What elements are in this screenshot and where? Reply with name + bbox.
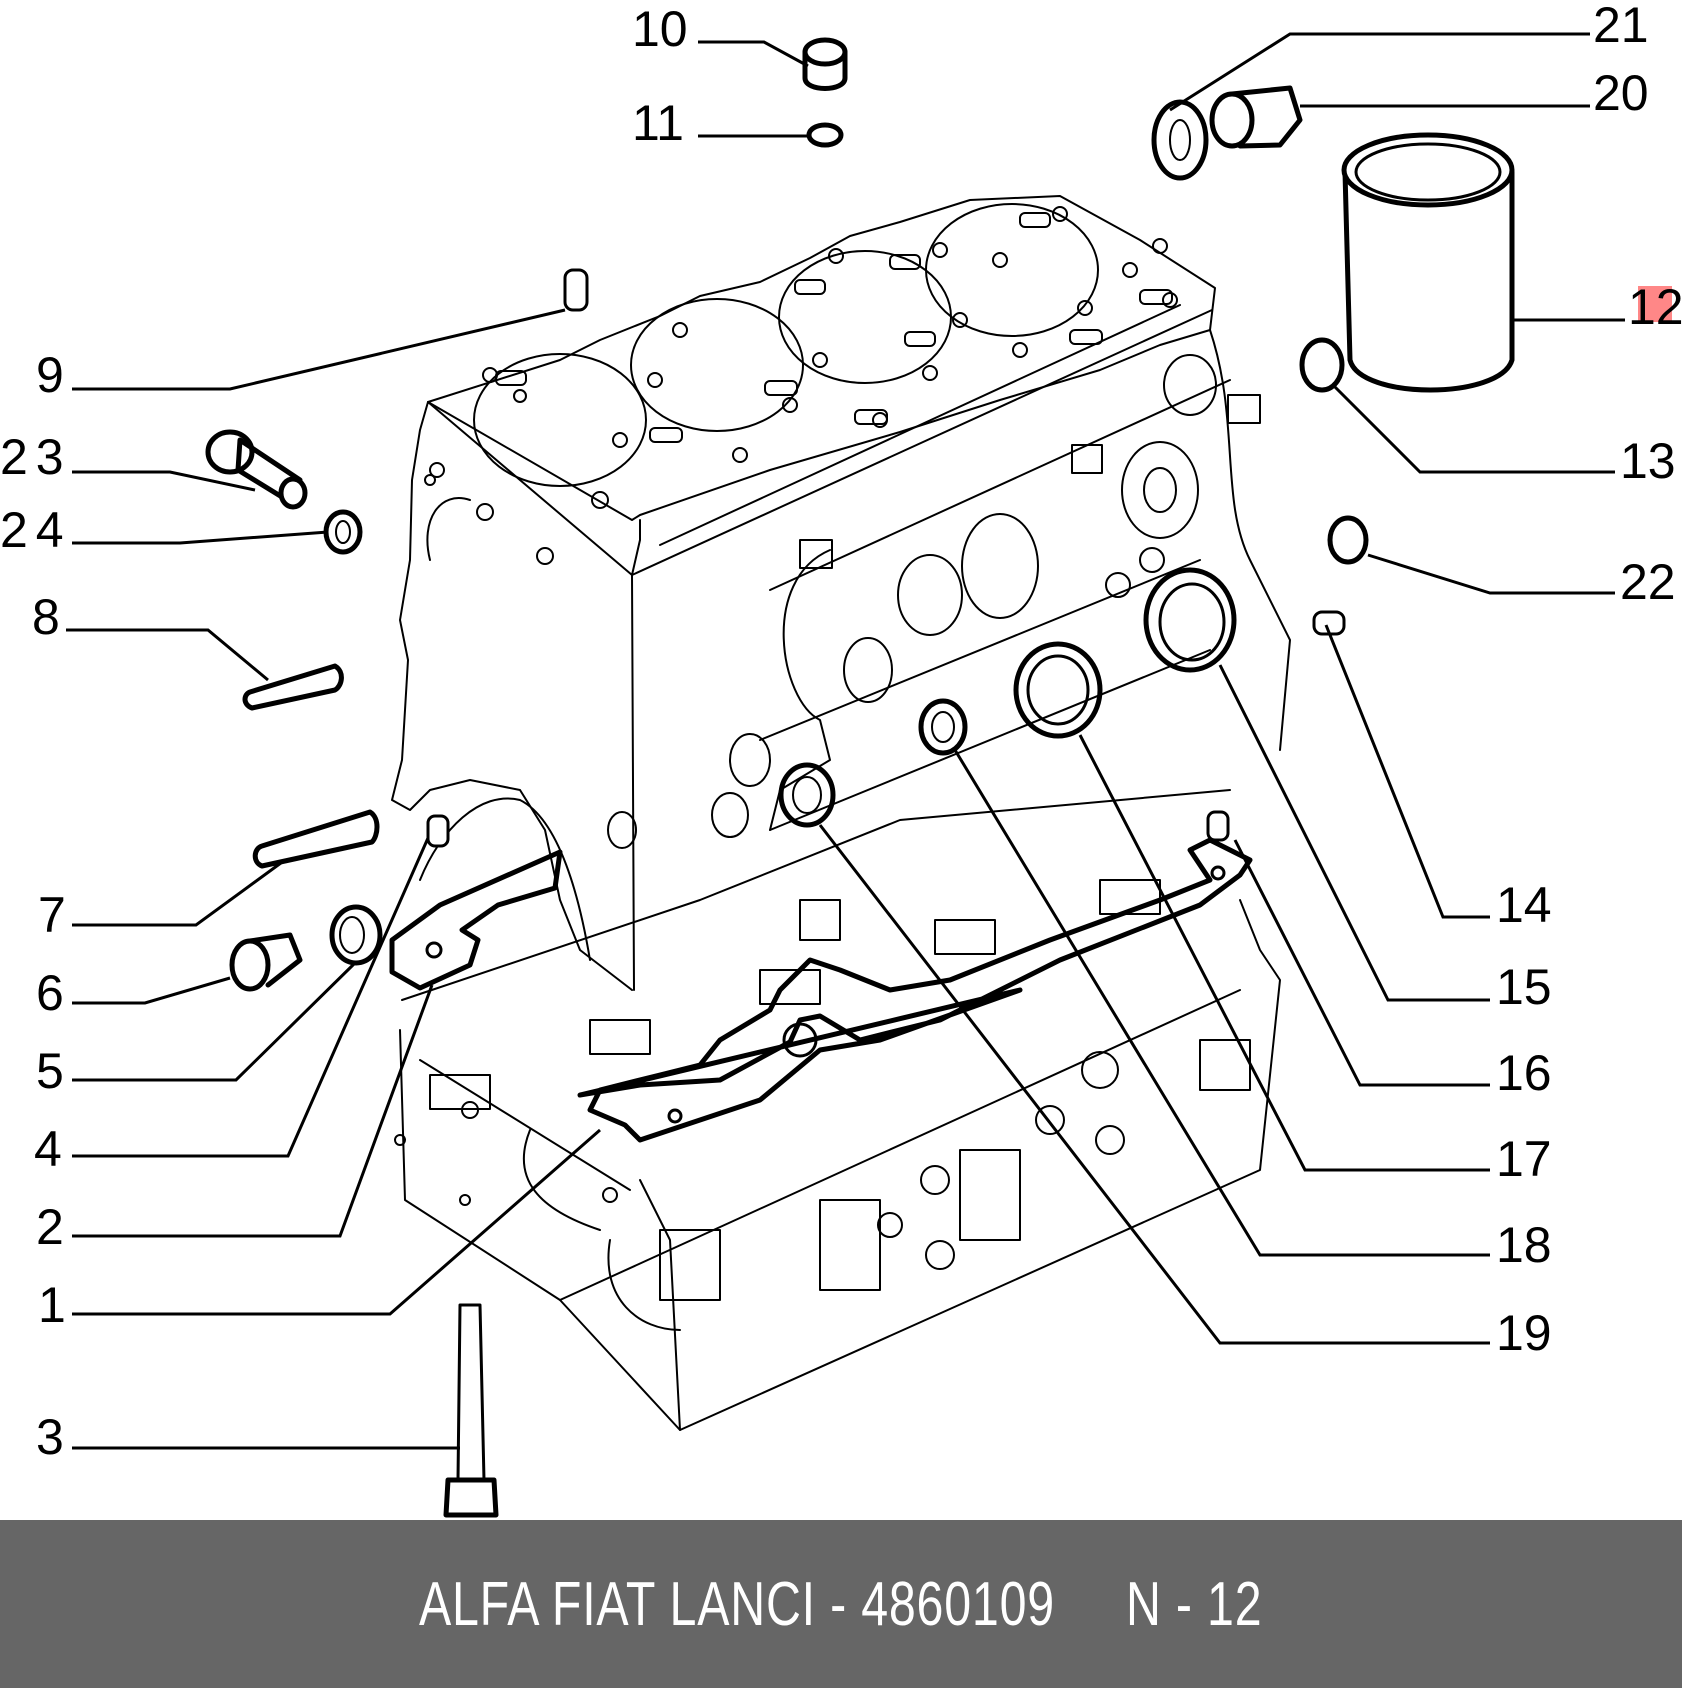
callout-20[interactable]: 20	[1593, 65, 1649, 121]
callout-3[interactable]: 3	[36, 1409, 64, 1465]
callout-23[interactable]: 23	[0, 429, 72, 485]
leader-lines	[66, 32, 1625, 1450]
part-10-bushing	[802, 37, 848, 91]
part-16-dowel	[1206, 810, 1230, 842]
gasket-part-1	[577, 837, 1253, 1143]
gasket-part-2	[389, 849, 563, 991]
highlight-marker	[1638, 286, 1672, 322]
part-17-core-plug	[1013, 641, 1103, 739]
part-22-cap	[1327, 515, 1369, 565]
engine-block-drawing	[66, 32, 1625, 1518]
callout-10[interactable]: 10	[632, 1, 688, 57]
callout-6[interactable]: 6	[36, 965, 64, 1021]
engine-block	[391, 195, 1291, 1431]
part-18-core-plug	[918, 698, 968, 756]
part-23-bolt	[205, 429, 308, 510]
part-15-core-plug	[1143, 567, 1237, 673]
callout-21[interactable]: 21	[1593, 0, 1649, 53]
callout-2[interactable]: 2	[36, 1199, 64, 1255]
part-20-plug	[1209, 85, 1303, 149]
callout-5[interactable]: 5	[36, 1043, 64, 1099]
callout-17[interactable]: 17	[1496, 1131, 1552, 1187]
callout-12[interactable]: 12	[1628, 279, 1682, 335]
callout-15[interactable]: 15	[1496, 959, 1552, 1015]
callout-13[interactable]: 13	[1620, 433, 1676, 489]
callout-22[interactable]: 22	[1620, 554, 1676, 610]
part-number-caption: ALFA FIAT LANCI - 4860109 N - 12	[419, 1569, 1263, 1639]
callout-1[interactable]: 1	[38, 1277, 66, 1333]
part-13-plug	[1299, 337, 1345, 393]
callout-9[interactable]: 9	[36, 347, 64, 403]
callout-19[interactable]: 19	[1496, 1305, 1552, 1361]
part-21-washer	[1151, 99, 1209, 181]
part-9-dowel	[563, 268, 589, 312]
callout-8[interactable]: 8	[32, 589, 60, 645]
part-24-washer	[323, 509, 363, 555]
part-3-bolt	[443, 1303, 499, 1518]
part-7-stud	[252, 809, 380, 869]
callout-14[interactable]: 14	[1496, 877, 1552, 933]
callout-4[interactable]: 4	[34, 1121, 62, 1177]
part-6-plug	[229, 932, 303, 992]
part-4-dowel	[426, 814, 450, 848]
footer-banner: ALFA FIAT LANCI - 4860109 N - 12	[0, 1520, 1682, 1688]
callout-18[interactable]: 18	[1496, 1217, 1552, 1273]
callout-24[interactable]: 24	[0, 502, 72, 558]
parts-diagram: 10 11 21 20 12 13 22 9 23 24 8 7 6 5 4 2…	[0, 0, 1682, 1518]
callout-16[interactable]: 16	[1496, 1045, 1552, 1101]
part-8-stud	[242, 663, 344, 711]
callout-7[interactable]: 7	[38, 887, 66, 943]
part-19-core-plug	[778, 762, 836, 828]
part-11-washer	[806, 122, 844, 148]
part-12-cylinder-liner	[1341, 132, 1515, 393]
callout-11[interactable]: 11	[632, 95, 684, 151]
